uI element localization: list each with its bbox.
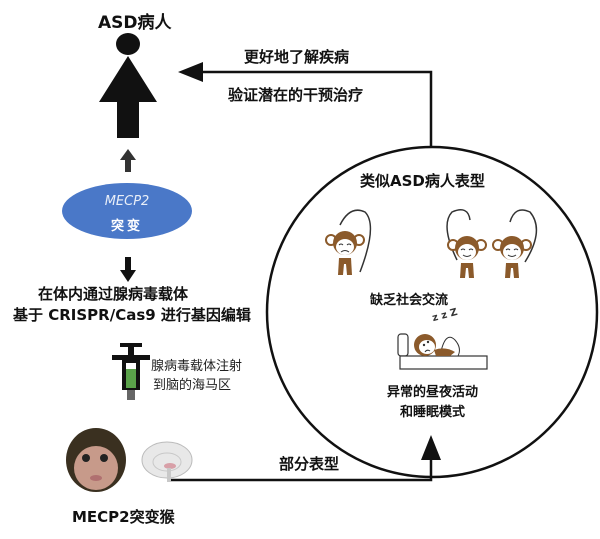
sleeping-monkey-icon — [397, 333, 488, 370]
feedback-label-top: 更好地了解疾病 — [244, 48, 350, 66]
feedback-label-bottom: 验证潜在的干预治疗 — [228, 86, 364, 104]
injection-line1: 腺病毒载体注射 — [151, 359, 243, 374]
phenotype-circle — [265, 145, 599, 479]
monkey-model-label: MECP2突变猴 — [72, 508, 175, 526]
brain-icon — [141, 441, 193, 482]
partial-phenotype-arrow-line — [170, 435, 441, 482]
mutation-label: 突变 — [110, 219, 143, 234]
partial-phenotype-label: 部分表型 — [279, 455, 340, 473]
injection-line2: 到脑的海马区 — [153, 378, 232, 393]
feedback-arrow-line — [178, 62, 433, 147]
sleep-label-line2: 和睡眠模式 — [400, 405, 466, 420]
monkey-face-icon — [66, 428, 126, 492]
happy-monkey-icon — [492, 209, 538, 278]
arrow-up-icon — [120, 149, 136, 172]
sleep-label-line1: 异常的昼夜活动 — [387, 385, 479, 400]
social-deficit-label: 缺乏社会交流 — [370, 293, 449, 308]
editing-line2: 基于 CRISPR/Cas9 进行基因编辑 — [13, 306, 251, 324]
mutation-ellipse — [62, 183, 192, 239]
patient-title: ASD病人 — [98, 13, 172, 33]
phenotype-title: 类似ASD病人表型 — [360, 172, 485, 190]
sad-monkey-icon — [325, 209, 372, 275]
editing-line1: 在体内通过腺病毒载体 — [38, 285, 189, 303]
syringe-icon — [112, 343, 150, 400]
happy-monkey-icon — [446, 209, 487, 278]
person-icon — [99, 33, 157, 138]
arrow-down-icon — [120, 257, 136, 282]
mutation-gene: MECP2 — [104, 194, 150, 209]
